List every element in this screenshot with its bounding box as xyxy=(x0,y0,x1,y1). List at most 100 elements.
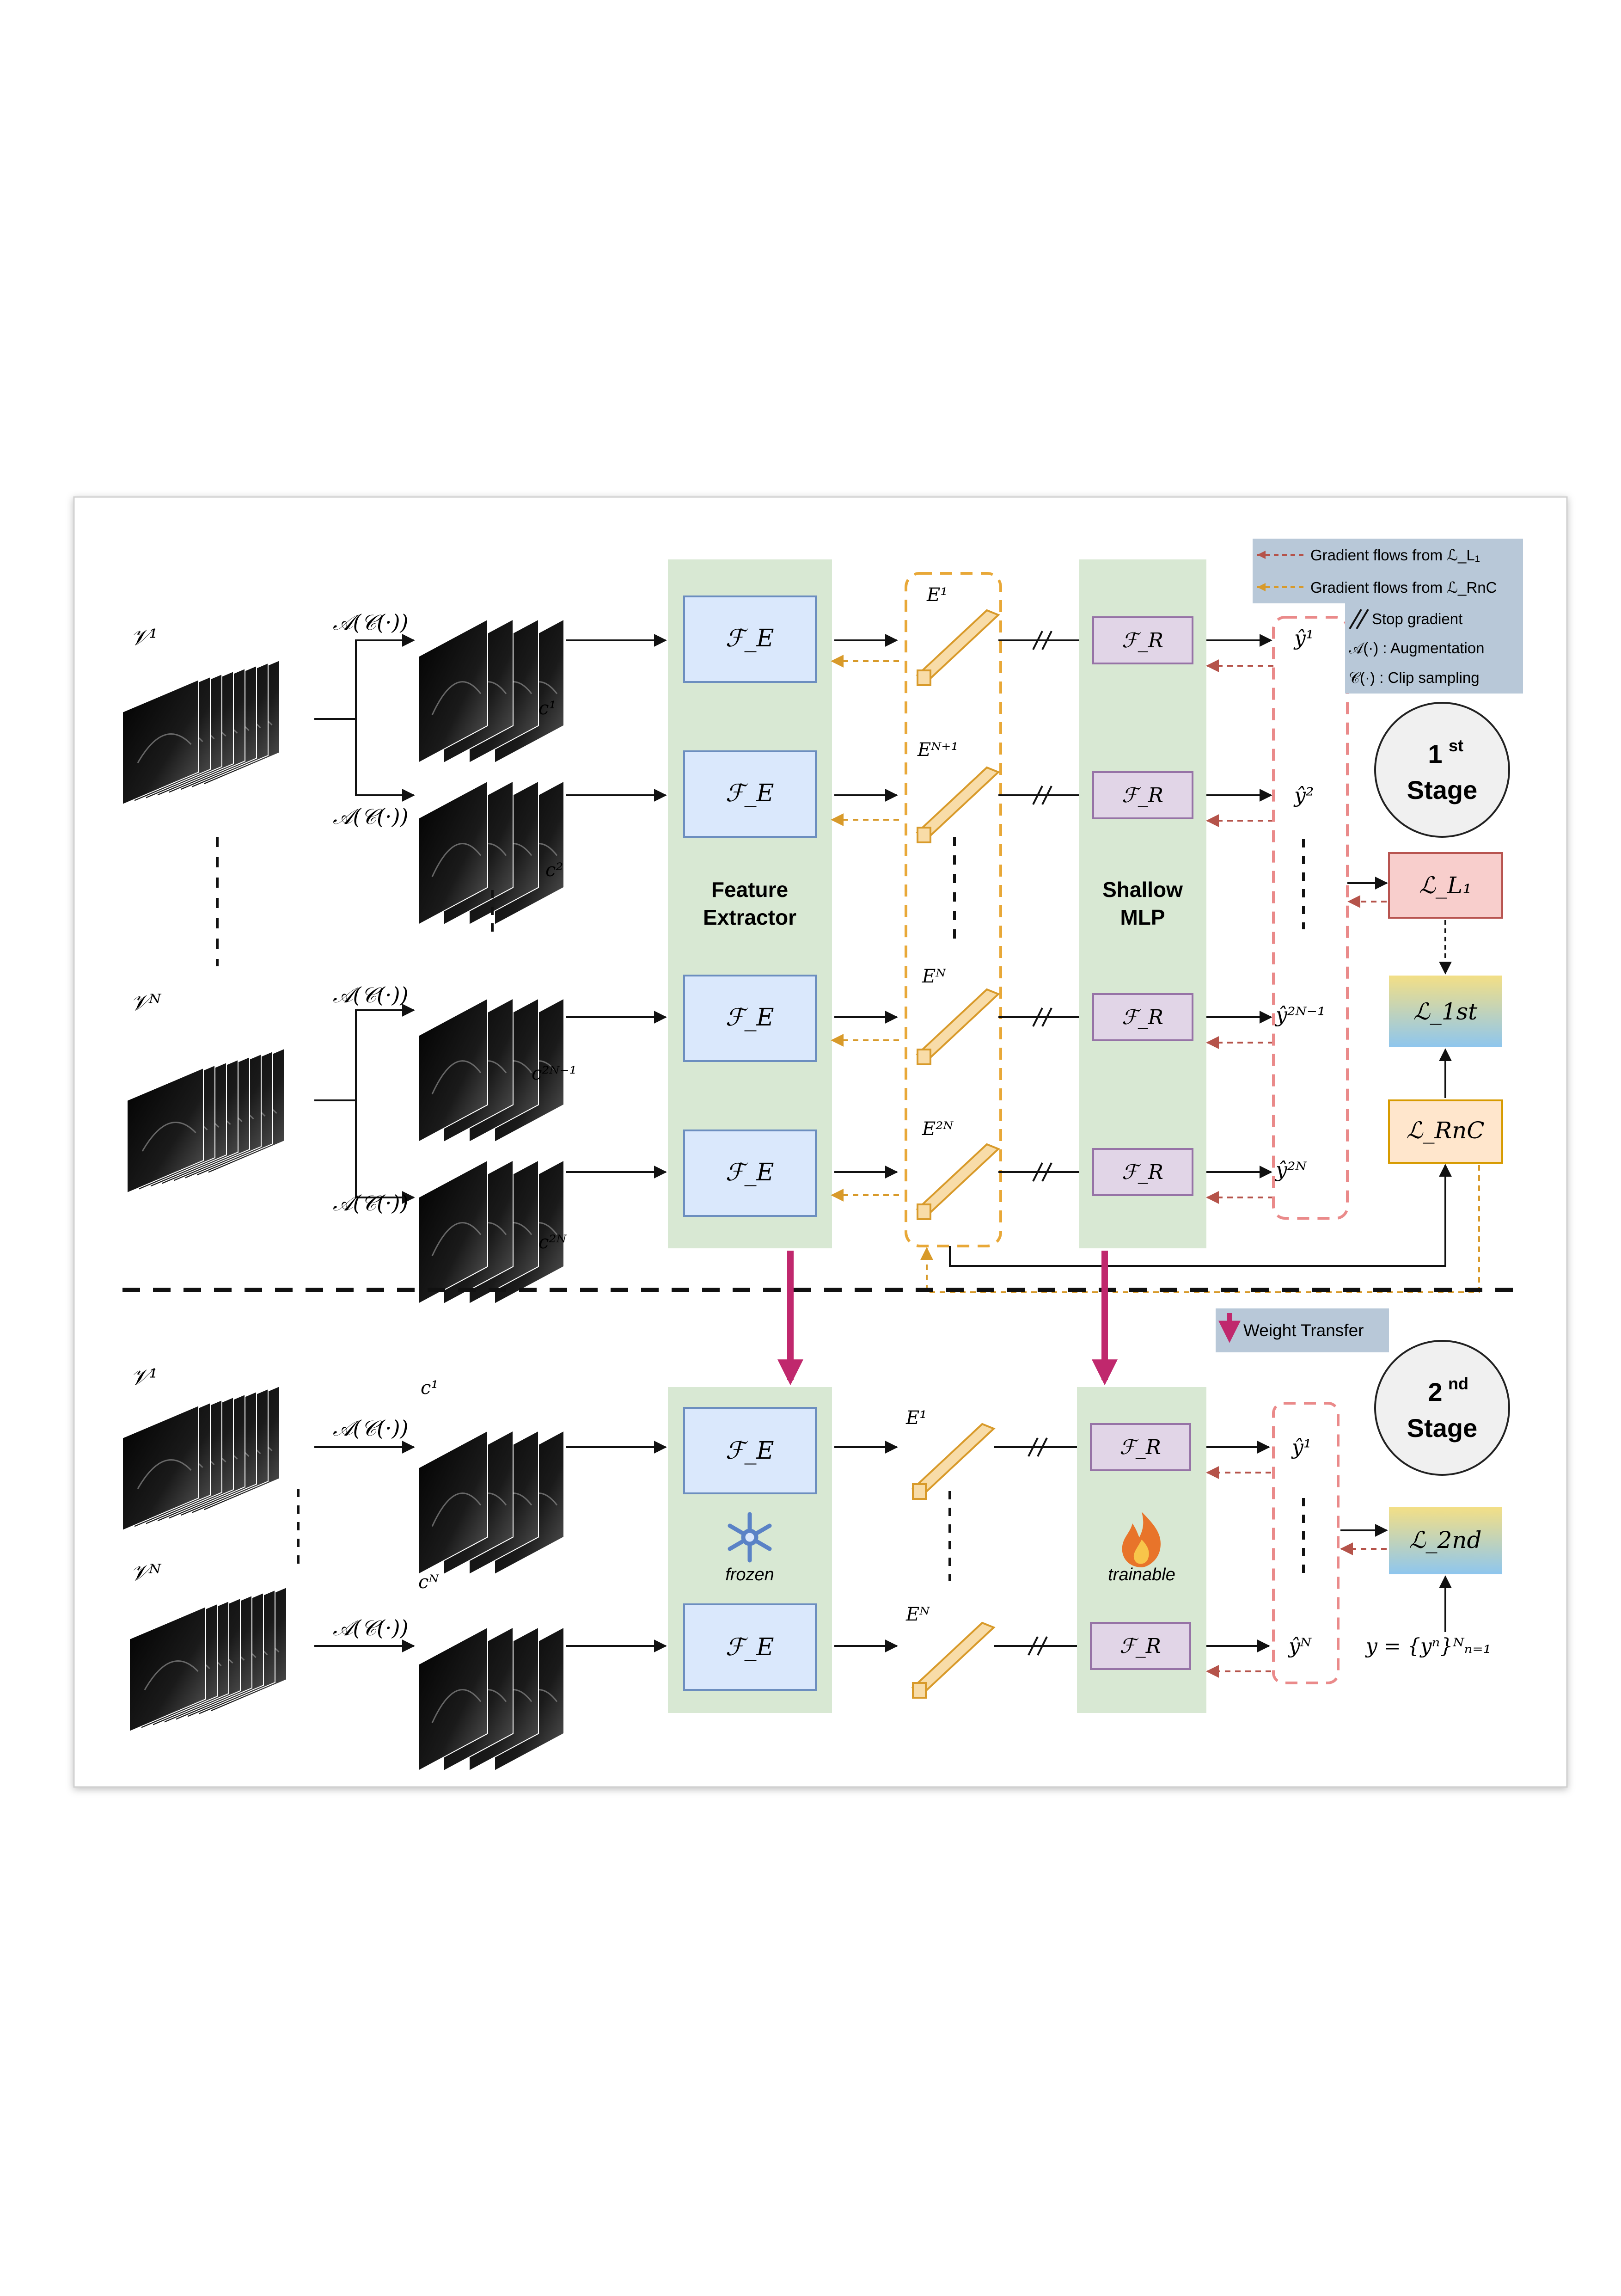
trainable-label: trainable xyxy=(1108,1565,1175,1584)
target-label: y = {yⁿ}ᴺₙ₌₁ xyxy=(1365,1634,1491,1658)
s2-embedding-bar-2-end xyxy=(912,1682,927,1699)
s2-l1-gradient-arrows xyxy=(1206,1466,1271,1678)
video-s2-vN-texture xyxy=(144,1660,199,1690)
clip-label-c2: c² xyxy=(545,859,563,881)
video-label-v1: 𝒱¹ xyxy=(130,625,158,651)
emb-label-e2N: E²ᴺ xyxy=(922,1118,954,1140)
svg-text:ℱ_E: ℱ_E xyxy=(726,1437,774,1465)
svg-text:ℒ_2nd: ℒ_2nd xyxy=(1409,1527,1481,1553)
emb-label-eN: Eᴺ xyxy=(922,966,946,987)
mlp-block-4: ℱ_R xyxy=(1092,1148,1193,1196)
svg-text:ℱ_E: ℱ_E xyxy=(726,625,774,652)
legend-gradient: Gradient flows from ℒ_L₁ Gradient flows … xyxy=(1253,539,1523,603)
embedding-bar-1-end xyxy=(917,669,931,686)
stop-gradient-marks-stage1 xyxy=(1032,631,1052,1182)
clip-s1-4-frame xyxy=(418,1159,488,1305)
loss-first-box: ℒ_1st xyxy=(1389,976,1502,1047)
svg-text:ℱ_R: ℱ_R xyxy=(1122,1006,1163,1029)
svg-text:Stage: Stage xyxy=(1407,1413,1478,1443)
svg-text:ℱ_R: ℱ_R xyxy=(1119,1634,1161,1658)
embedding-to-mlp-arrows xyxy=(998,634,1092,1179)
s2-fe-to-embedding-arrows xyxy=(834,1441,898,1652)
flame-icon xyxy=(1122,1512,1161,1567)
rnc-gradient-arrows-fe xyxy=(831,655,899,1202)
mlp-block-1: ℱ_R xyxy=(1092,616,1193,664)
stage2-badge: 2 nd Stage xyxy=(1374,1340,1510,1476)
video-stack-s2-v1 xyxy=(122,1385,280,1531)
s2-loss-connections xyxy=(1340,1524,1452,1632)
embedding-bar-2-end xyxy=(917,827,931,843)
s2-emb-label-eN: Eᴺ xyxy=(905,1604,930,1625)
emb-label-e1: E¹ xyxy=(926,584,948,606)
fe-block-1: ℱ_E xyxy=(683,595,817,683)
loss-rnc-box: ℒ_RnC xyxy=(1388,1099,1503,1164)
s2-prediction-container xyxy=(1272,1402,1340,1684)
aug-label-2: 𝒜(𝒞(·)) xyxy=(333,804,408,829)
s2-aug-label-2: 𝒜(𝒞(·)) xyxy=(333,1615,408,1640)
svg-text:Gradient flows from ℒ_L₁: Gradient flows from ℒ_L₁ xyxy=(1310,546,1480,564)
video-v1-texture xyxy=(137,733,192,763)
video-v1-frame xyxy=(122,679,199,805)
emb-label-eN1: Eᴺ⁺¹ xyxy=(917,739,958,761)
legend-weight-transfer: Weight Transfer xyxy=(1216,1308,1389,1352)
s2-clip-to-fe-arrows xyxy=(566,1441,667,1652)
pred-label-y2N: ŷ²ᴺ xyxy=(1275,1158,1307,1182)
embedding-bar-3-end xyxy=(917,1049,931,1065)
branch-lines-stage1 xyxy=(314,634,415,1204)
embedding-bars-stage1 xyxy=(916,609,1000,1220)
svg-text:1: 1 xyxy=(1428,739,1442,768)
clip-label-c2N-1: c²ᴺ⁻¹ xyxy=(532,1063,577,1084)
clip-s1-1-frame xyxy=(418,618,488,764)
video-stack-vN xyxy=(127,1048,285,1194)
svg-text:𝒜(·) : Augmentation: 𝒜(·) : Augmentation xyxy=(1349,639,1485,657)
clip-s1-1-texture xyxy=(431,681,482,716)
svg-text:ℱ_E: ℱ_E xyxy=(726,1159,774,1186)
s2-mlp-block-2: ℱ_R xyxy=(1090,1622,1191,1670)
prediction-container xyxy=(1272,616,1349,1220)
svg-text:ℒ_L₁: ℒ_L₁ xyxy=(1419,872,1472,899)
svg-text:ℱ_R: ℱ_R xyxy=(1122,629,1163,652)
aug-label-4: 𝒜(𝒞(·)) xyxy=(333,1191,408,1216)
s2-pred-label-y1: ŷ¹ xyxy=(1291,1436,1312,1459)
s2-video-label-vN: 𝒱ᴺ xyxy=(130,1560,162,1586)
svg-text:ℒ_RnC: ℒ_RnC xyxy=(1406,1117,1484,1144)
clip-stacks-stage1 xyxy=(418,618,564,1305)
clip-label-c2N: c²ᴺ xyxy=(538,1232,567,1253)
aug-label-1: 𝒜(𝒞(·)) xyxy=(333,610,408,635)
fe-block-4: ℱ_E xyxy=(683,1130,817,1217)
svg-text:Stop gradient: Stop gradient xyxy=(1372,610,1462,627)
snowflake-icon xyxy=(728,1512,772,1563)
clip-s2-2-frame xyxy=(418,1626,488,1772)
fe-title-line1: Feature xyxy=(711,878,788,902)
svg-text:st: st xyxy=(1449,736,1463,755)
embedding-bars-stage2 xyxy=(911,1423,996,1699)
clip-s2-2-texture xyxy=(431,1689,482,1724)
fe-title-line2: Extractor xyxy=(703,905,796,929)
s2-mlp-block-1: ℱ_R xyxy=(1090,1423,1191,1471)
s2-video-label-v1: 𝒱¹ xyxy=(130,1364,158,1390)
s2-emb-label-e1: E¹ xyxy=(905,1407,927,1429)
loss-l1-box: ℒ_L₁ xyxy=(1388,852,1503,919)
svg-text:ℱ_E: ℱ_E xyxy=(726,780,774,807)
s2-pred-label-yN: ŷᴺ xyxy=(1288,1634,1312,1658)
clip-s1-3-frame xyxy=(418,997,488,1143)
aug-label-3: 𝒜(𝒞(·)) xyxy=(333,982,408,1007)
mlp-block-2: ℱ_R xyxy=(1092,771,1193,819)
svg-text:ℱ_R: ℱ_R xyxy=(1122,784,1163,807)
video-vN-texture xyxy=(141,1122,196,1152)
video-s2-vN-frame xyxy=(129,1606,206,1732)
mlp-panel xyxy=(1079,559,1206,1248)
svg-text:2: 2 xyxy=(1428,1377,1442,1406)
video-s2-v1-texture xyxy=(137,1459,192,1489)
l1-gradient-arrows-mlp xyxy=(1206,659,1273,1204)
loss-second-box: ℒ_2nd xyxy=(1389,1507,1502,1574)
s2-aug-label-1: 𝒜(𝒞(·)) xyxy=(333,1416,408,1441)
pred-label-y2N-1: ŷ²ᴺ⁻¹ xyxy=(1275,1003,1326,1027)
s2-video-to-clip-arrows xyxy=(314,1441,415,1652)
svg-text:ℱ_E: ℱ_E xyxy=(726,1004,774,1031)
weight-transfer-arrows xyxy=(777,1251,1118,1386)
video-stack-s2-vN xyxy=(129,1586,287,1732)
svg-text:nd: nd xyxy=(1448,1374,1468,1393)
video-label-vN: 𝒱ᴺ xyxy=(130,990,162,1016)
mlp-block-3: ℱ_R xyxy=(1092,993,1193,1041)
